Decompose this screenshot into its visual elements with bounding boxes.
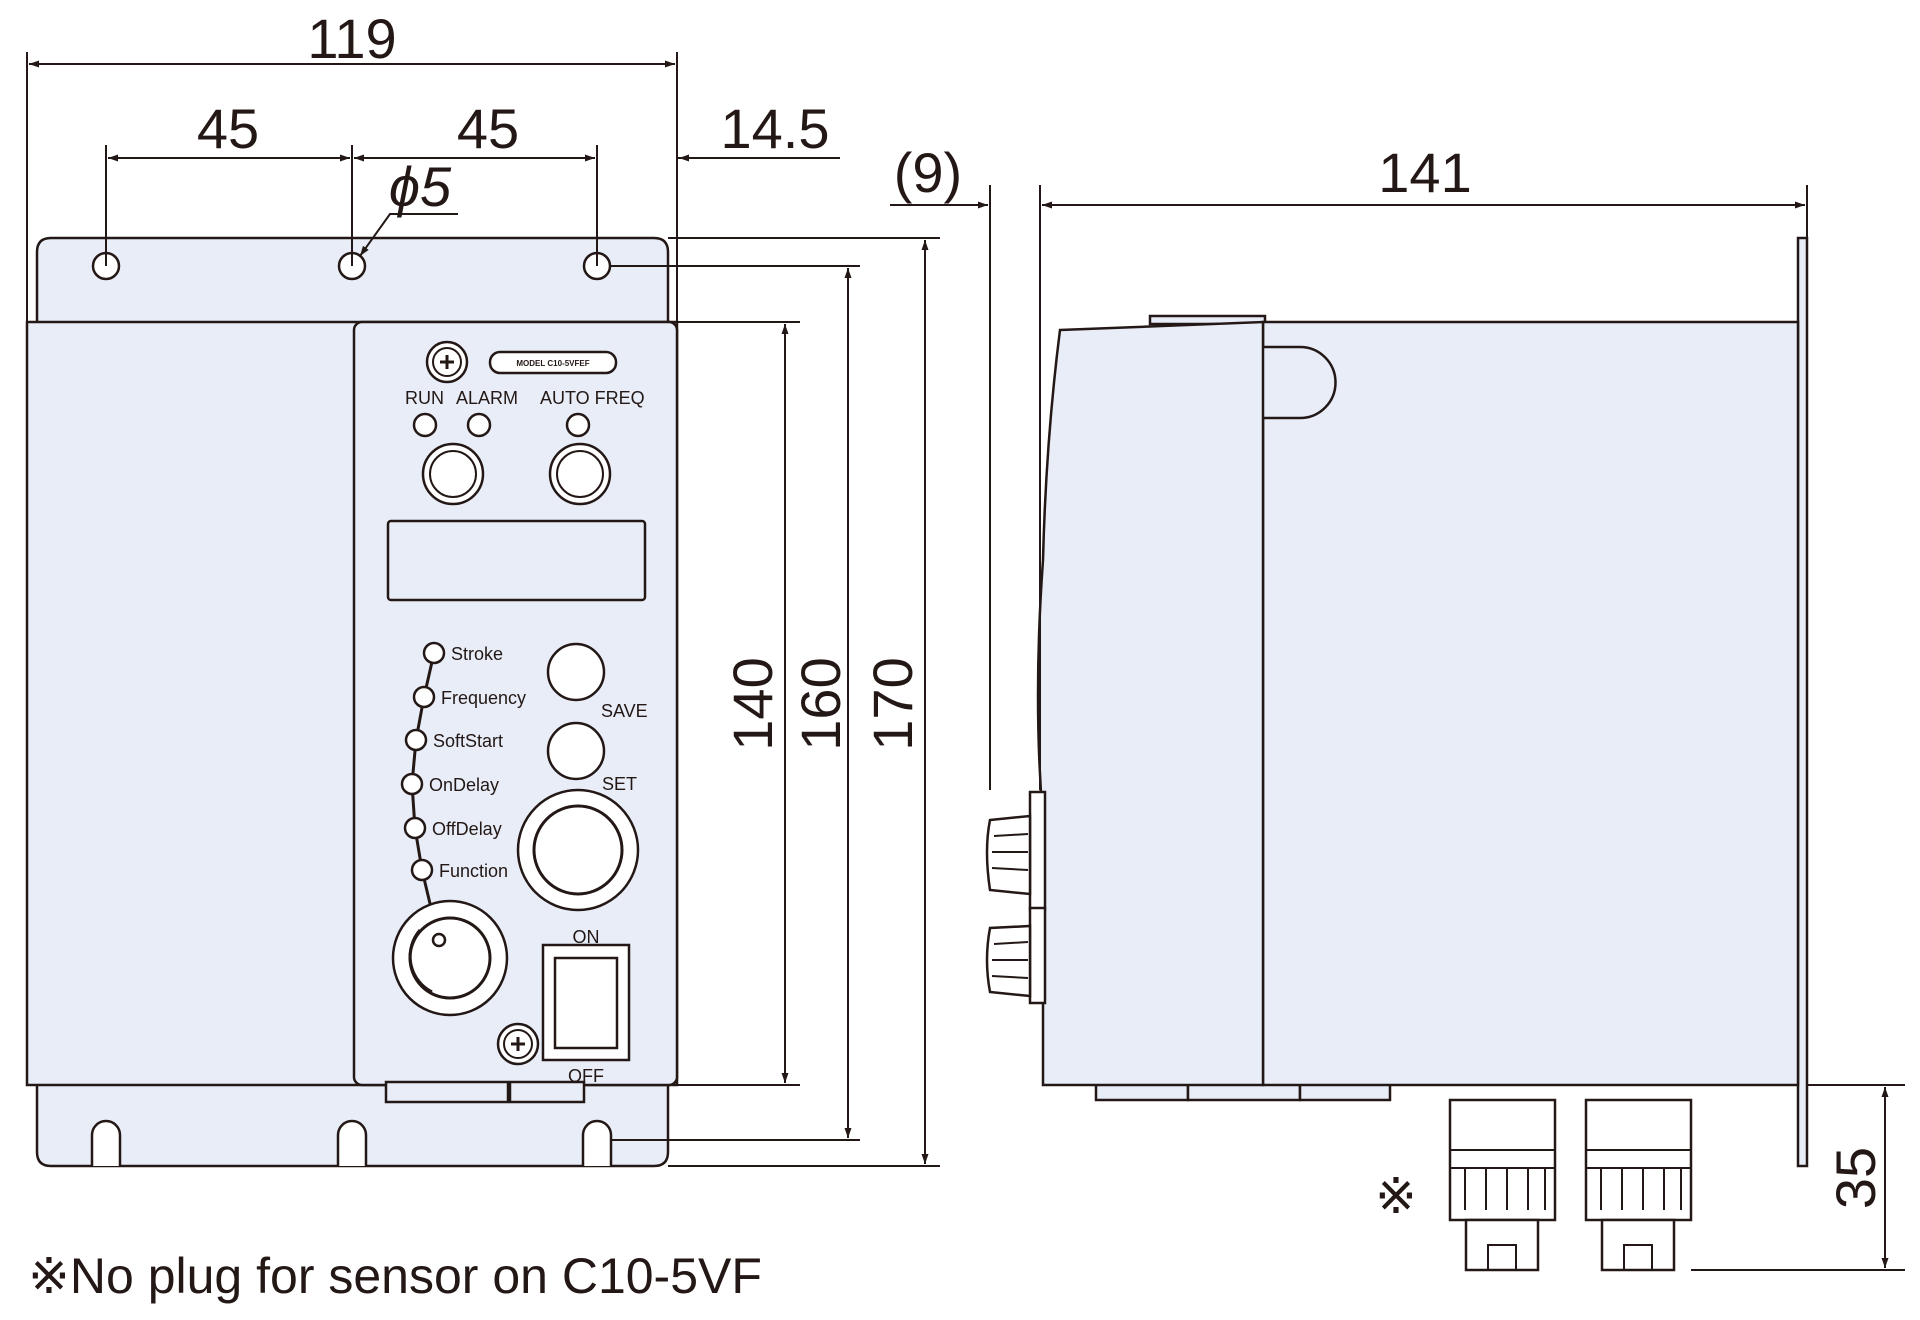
side-bump [1263, 345, 1337, 420]
dim-45-left: 45 [197, 97, 259, 160]
param-label-ondelay: OnDelay [429, 775, 499, 795]
dim-160: 160 [789, 657, 852, 750]
side-view: ※ [985, 236, 1809, 1272]
alarm-label: ALARM [456, 388, 518, 408]
dim-phi-5: ϕ5 [389, 155, 452, 218]
on-label: ON [573, 927, 600, 947]
side-front-cover [1036, 320, 1265, 1087]
param-label-function: Function [439, 861, 508, 881]
model-plate [488, 350, 618, 375]
auto-freq-label: AUTO FREQ [540, 388, 645, 408]
front-view: MODEL C10-5VFEF RUN ALARM AUTO FREQ Stro… [25, 236, 679, 1168]
led-function [410, 858, 434, 882]
set-label: SET [602, 774, 637, 794]
bottom-latch [384, 1080, 510, 1104]
run-label: RUN [405, 388, 444, 408]
sensor-plug-1 [1448, 1098, 1557, 1272]
led-softstart [404, 728, 428, 752]
sensor-plug-2 [1584, 1098, 1693, 1272]
dim-170: 170 [861, 657, 924, 750]
side-mount-plate [1796, 236, 1809, 1168]
param-label-offdelay: OffDelay [432, 819, 502, 839]
off-label: OFF [568, 1066, 604, 1086]
dim-119: 119 [307, 7, 396, 70]
sensor-plug-mark: ※ [1375, 1168, 1417, 1224]
dim-140: 140 [721, 657, 784, 750]
bottom-latch-2 [508, 1080, 586, 1104]
mount-slot-left [90, 1119, 122, 1166]
param-label-stroke: Stroke [451, 644, 503, 664]
side-knob-lower [985, 906, 1047, 1005]
alarm-led [466, 412, 492, 438]
dim-14-5: 14.5 [721, 97, 830, 160]
side-knob-upper [985, 790, 1047, 912]
mount-slot-right [581, 1119, 613, 1166]
auto-freq-button[interactable] [548, 442, 612, 506]
auto-freq-led [565, 412, 591, 438]
led-offdelay [403, 816, 427, 840]
top-screw [425, 340, 469, 384]
param-label-frequency: Frequency [441, 688, 526, 708]
led-ondelay [400, 772, 424, 796]
run-led [412, 412, 438, 438]
selector-dial[interactable] [516, 788, 640, 912]
footnote: ※No plug for sensor on C10-5VF [28, 1248, 762, 1304]
dim-35: 35 [1824, 1147, 1887, 1209]
led-stroke [422, 641, 446, 665]
set-button[interactable] [546, 721, 606, 781]
dim-45-right: 45 [457, 97, 519, 160]
bottom-screw [496, 1022, 540, 1066]
model-label: MODEL C10-5VFEF [516, 359, 589, 368]
display-window [386, 519, 647, 602]
dimension-lines: 119 45 45 14.5 ϕ5 140 160 170 (9) 141 35 [26, 7, 1905, 1271]
run-button[interactable] [421, 442, 485, 506]
adjust-knob[interactable] [391, 899, 509, 1017]
dim-9: (9) [894, 141, 962, 204]
power-switch-rocker[interactable] [553, 956, 619, 1050]
param-label-softstart: SoftStart [433, 731, 503, 751]
save-button[interactable] [546, 642, 606, 702]
led-frequency [412, 685, 436, 709]
mount-slot-center [336, 1119, 368, 1166]
dim-141: 141 [1378, 141, 1471, 204]
save-label: SAVE [601, 701, 648, 721]
side-housing [1261, 320, 1800, 1087]
